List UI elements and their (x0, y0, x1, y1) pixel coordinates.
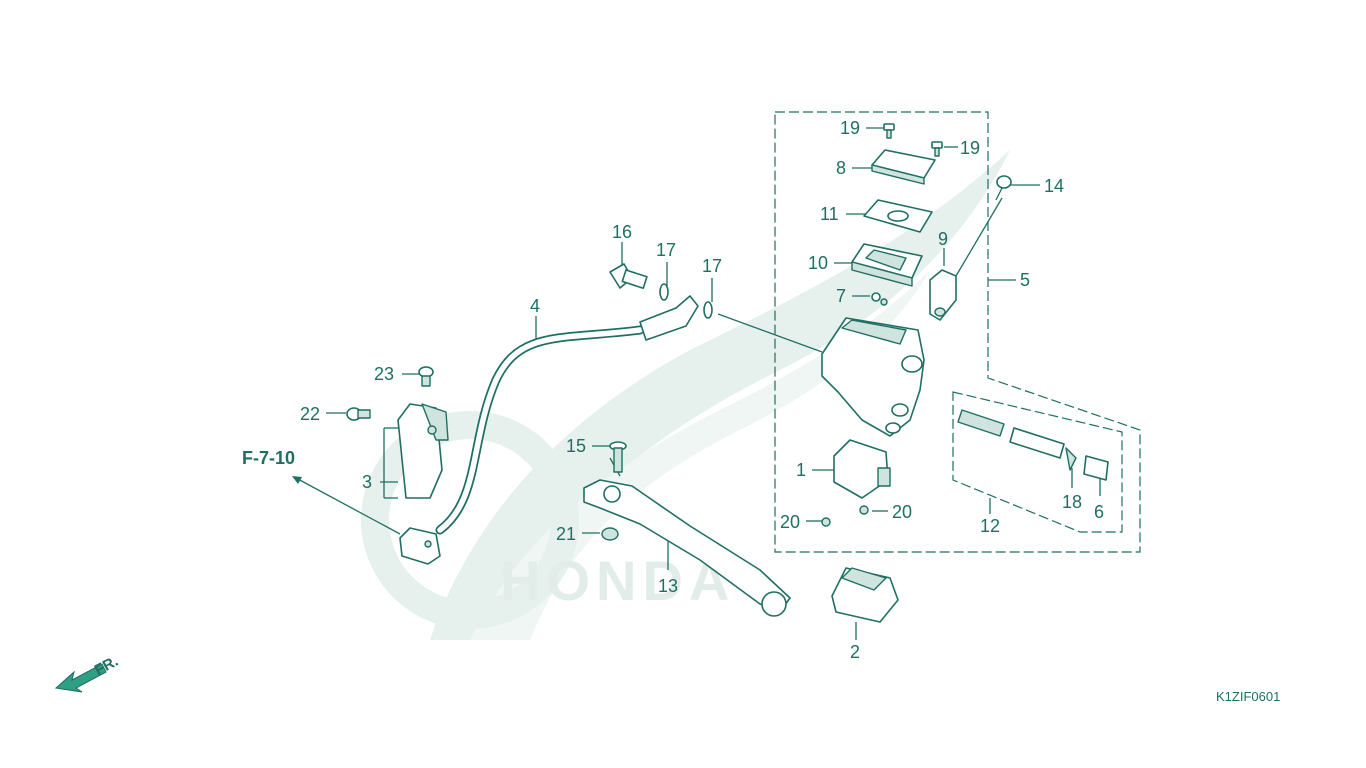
callout-23: 23 (374, 364, 394, 384)
watermark-text: HONDA (500, 549, 735, 612)
part-15-pivot-bolt (609, 441, 627, 473)
assembly-box-5 (774, 111, 1141, 553)
part-14-bolt (995, 175, 1012, 201)
part-12-piston-set (957, 409, 1109, 481)
callout-13: 13 (658, 576, 678, 596)
cross-reference-arrow (292, 476, 302, 484)
assembly-box-12 (952, 391, 1123, 533)
front-direction-arrow-icon (54, 663, 107, 693)
callout-2: 2 (850, 642, 860, 662)
callout-16: 16 (612, 222, 632, 242)
callout-labels: 19 19 8 14 11 9 10 5 7 16 17 17 4 23 22 … (300, 118, 1104, 662)
callout-11: 11 (820, 204, 839, 224)
callout-7: 7 (836, 286, 846, 306)
part-20-screw-a (821, 517, 831, 527)
callout-17b: 17 (702, 256, 722, 276)
part-3-hose-guide (397, 403, 449, 499)
callout-21: 21 (556, 524, 576, 544)
callout-15: 15 (566, 436, 586, 456)
callout-22: 22 (300, 404, 320, 424)
callout-14: 14 (1044, 176, 1064, 196)
callout-19b: 19 (960, 138, 980, 158)
part-9-holder (929, 269, 957, 321)
callout-4: 4 (530, 296, 540, 316)
callout-20a: 20 (780, 512, 800, 532)
callout-17a: 17 (656, 240, 676, 260)
callout-3: 3 (362, 472, 372, 492)
hose-clamp-block (399, 527, 441, 565)
part-8-reservoir-cap (871, 149, 936, 185)
callout-20b: 20 (892, 502, 912, 522)
part-21-nut (601, 527, 619, 541)
part-1-brake-switch (833, 439, 891, 499)
part-16-banjo-bolt (609, 263, 648, 290)
part-4-brake-hose (435, 295, 699, 535)
part-10-diaphragm (851, 243, 923, 287)
diagram-reference-code: K1ZIF0601 (1216, 689, 1280, 704)
part-19-screw-a (883, 123, 895, 139)
part-17-washer-a (659, 283, 669, 301)
part-22-bolt (346, 407, 371, 421)
callout-12: 12 (980, 516, 1000, 536)
part-2-boot (831, 567, 899, 623)
part-11-diaphragm-plate (863, 199, 933, 233)
callout-18: 18 (1062, 492, 1082, 512)
part-17-washer-b (703, 301, 713, 319)
master-cylinder-body (821, 317, 925, 437)
callout-10: 10 (808, 253, 828, 273)
callout-5: 5 (1020, 270, 1030, 290)
part-20-screw-b (859, 505, 869, 515)
part-13-brake-lever (583, 479, 791, 617)
callout-1: 1 (796, 460, 806, 480)
callout-8: 8 (836, 158, 846, 178)
cross-reference-label[interactable]: F-7-10 (242, 448, 295, 468)
callout-19a: 19 (840, 118, 860, 138)
part-23-bolt (418, 366, 434, 387)
part-7-small-screw (871, 292, 888, 306)
callout-6: 6 (1094, 502, 1104, 522)
callout-9: 9 (938, 229, 948, 249)
part-19-screw-b (931, 141, 943, 157)
